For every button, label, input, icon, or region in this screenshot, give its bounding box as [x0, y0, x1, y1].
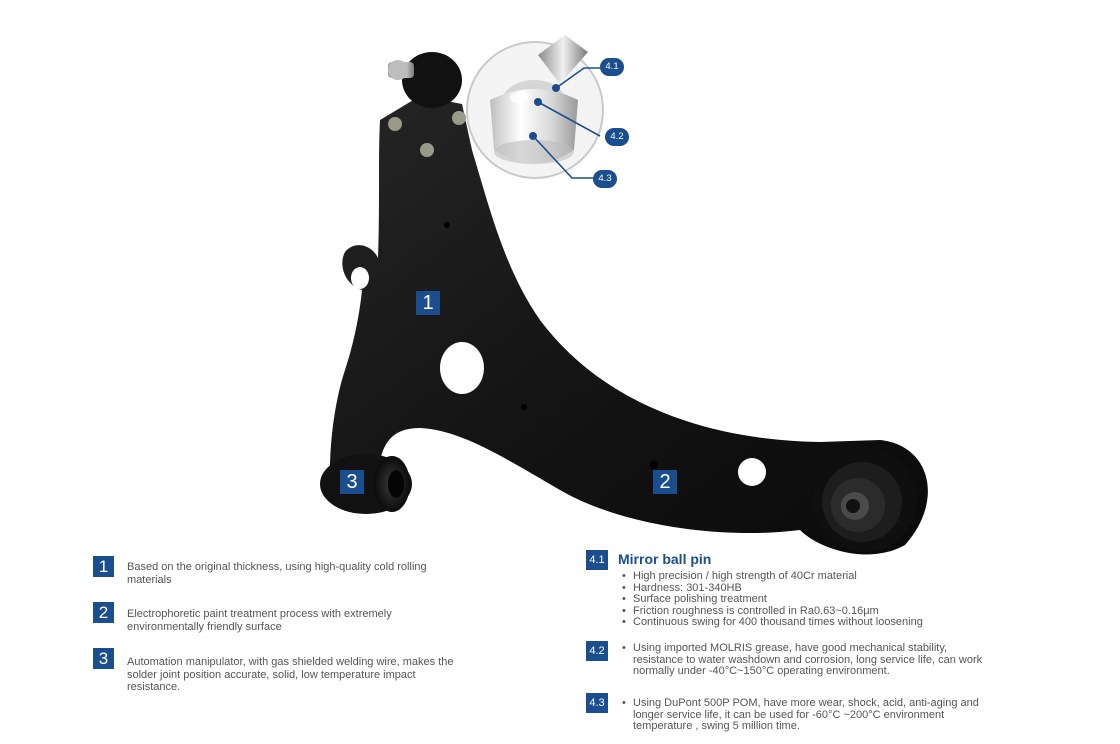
feature-text-3: Automation manipulator, with gas shielde… [127, 656, 454, 693]
callout-dot-4-1 [552, 84, 560, 92]
spec-badge-4-1: 4.1 [586, 550, 608, 570]
spec-badge-4-2: 4.2 [586, 641, 608, 661]
arm-label-3: 3 [340, 470, 364, 494]
callout-dot-4-2 [534, 98, 542, 106]
feature-text-1: Based on the original thickness, using h… [127, 561, 427, 586]
spec-title-mirror-ball-pin: Mirror ball pin [618, 551, 712, 567]
callout-label-4-1: 4.1 [600, 58, 624, 76]
spec-item: Continuous swing for 400 thousand times … [622, 616, 942, 629]
spec-item: Surface polishing treatment [622, 593, 942, 606]
feature-badge-1: 1 [93, 556, 114, 577]
arm-label-1: 1 [416, 291, 440, 315]
spec-badge-4-3: 4.3 [586, 693, 608, 713]
feature-text-2: Electrophoretic paint treatment process … [127, 608, 392, 633]
spec-list-4-3: Using DuPont 500P POM, have more wear, s… [622, 697, 992, 733]
control-arm-illustration [320, 35, 928, 555]
control-arm [320, 52, 928, 555]
ball-pin-detail-inset [466, 35, 604, 179]
spec-item: Hardness: 301-340HB [622, 582, 942, 595]
spec-item: High precision / high strength of 40Cr m… [622, 570, 942, 583]
arm-label-2: 2 [653, 470, 677, 494]
feature-badge-3: 3 [93, 648, 114, 669]
spec-list-4-1: High precision / high strength of 40Cr m… [622, 570, 942, 629]
spec-item: Using imported MOLRIS grease, have good … [622, 642, 992, 678]
spec-item: Friction roughness is controlled in Ra0.… [622, 605, 942, 618]
spec-list-4-2: Using imported MOLRIS grease, have good … [622, 642, 992, 678]
feature-badge-2: 2 [93, 602, 114, 623]
callout-label-4-3: 4.3 [593, 170, 617, 188]
callout-label-4-2: 4.2 [605, 128, 629, 146]
callout-dot-4-3 [529, 132, 537, 140]
callout-leaders [532, 67, 601, 179]
spec-item: Using DuPont 500P POM, have more wear, s… [622, 697, 992, 733]
